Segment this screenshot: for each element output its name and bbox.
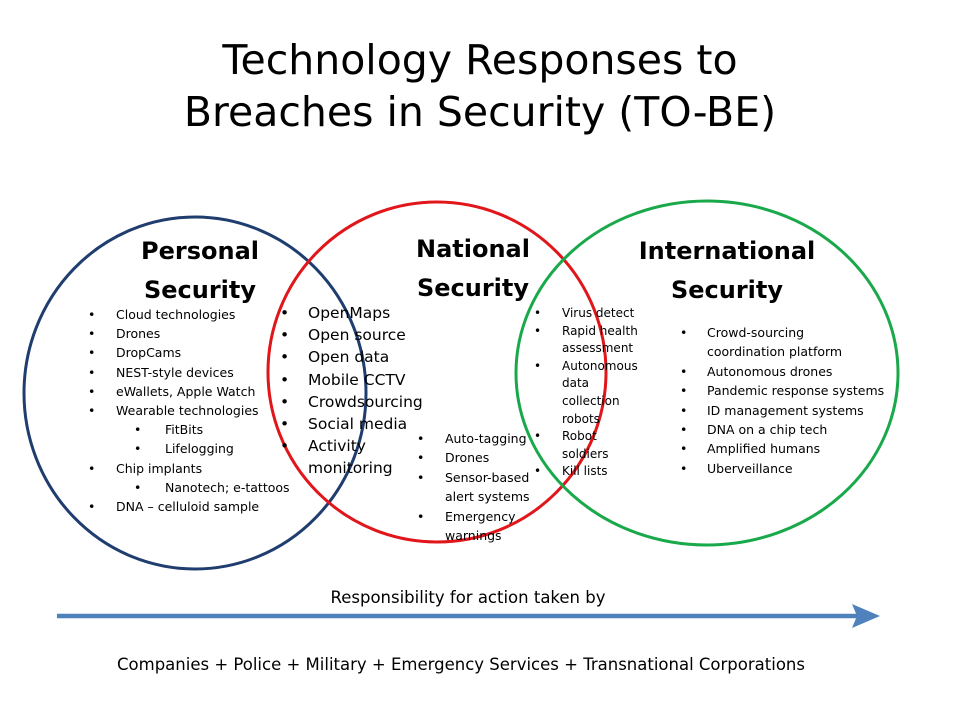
list-subitem: FitBits (86, 420, 290, 439)
list-item: Autonomous data collection robots (532, 358, 642, 428)
list-item: Drones (415, 448, 545, 468)
personal-heading-line-2: Security (143, 276, 257, 304)
list-item: Amplified humans (678, 439, 908, 459)
national-heading-line-2: Security (416, 274, 530, 302)
personal-heading-line-1: Personal (141, 237, 259, 265)
list-item: Mobile CCTV (278, 369, 438, 391)
list-item: Rapid health assessment (532, 323, 652, 358)
international-heading-line-1: International (638, 237, 816, 265)
national-security-heading: National Security (393, 230, 553, 308)
personal-security-heading: Personal Security (120, 232, 280, 310)
list-item: DNA on a chip tech (678, 420, 908, 440)
title-line-1: Technology Responses to (222, 36, 738, 84)
list-item: DNA – celluloid sample (86, 497, 290, 516)
national-international-overlap-list: Virus detect Rapid health assessment Aut… (532, 305, 652, 481)
international-heading-line-2: Security (670, 276, 784, 304)
list-item: Pandemic response systems (678, 381, 908, 401)
list-item: Drones (86, 324, 290, 343)
list-item: OpenMaps (278, 302, 438, 324)
list-item: Activity monitoring (278, 435, 408, 479)
list-item: Crowd-sourcing coordination platform (678, 323, 857, 362)
international-security-list: Crowd-sourcing coordination platform Aut… (678, 323, 908, 479)
list-item: Wearable technologies (86, 401, 290, 420)
national-security-list: Auto-tagging Drones Sensor-based alert s… (415, 429, 545, 545)
national-heading-line-1: National (416, 235, 530, 263)
list-item: Robot soldiers (532, 428, 642, 463)
list-item: Uberveillance (678, 459, 908, 479)
list-item: NEST-style devices (86, 363, 290, 382)
responsibility-label: Responsibility for action taken by (330, 588, 606, 607)
list-subitem: Lifelogging (86, 439, 290, 458)
list-item: Crowdsourcing (278, 391, 438, 413)
list-item: Open data (278, 346, 438, 368)
list-item: eWallets, Apple Watch (86, 382, 290, 401)
personal-national-overlap-list: OpenMaps Open source Open data Mobile CC… (278, 302, 438, 480)
responsibility-arrow-head (852, 604, 880, 628)
list-item: DropCams (86, 343, 290, 362)
international-security-heading: International Security (627, 232, 827, 310)
list-item: Social media (278, 413, 438, 435)
list-item: Kill lists (532, 463, 652, 481)
list-item: ID management systems (678, 401, 908, 421)
list-item: Chip implants (86, 459, 290, 478)
title-line-2: Breaches in Security (TO-BE) (183, 88, 777, 136)
list-subitem: Nanotech; e-tattoos (86, 478, 290, 497)
responsible-parties-footer: Companies + Police + Military + Emergenc… (117, 655, 805, 674)
slide-title: Technology Responses to Breaches in Secu… (0, 34, 960, 138)
list-item: Sensor-based alert systems (415, 468, 545, 507)
list-item: Autonomous drones (678, 362, 908, 382)
personal-security-list: Cloud technologies Drones DropCams NEST-… (86, 305, 290, 516)
list-item: Cloud technologies (86, 305, 290, 324)
list-item: Virus detect (532, 305, 652, 323)
list-item: Auto-tagging (415, 429, 545, 449)
list-item: Emergency warnings (415, 507, 545, 546)
list-item: Open source (278, 324, 438, 346)
